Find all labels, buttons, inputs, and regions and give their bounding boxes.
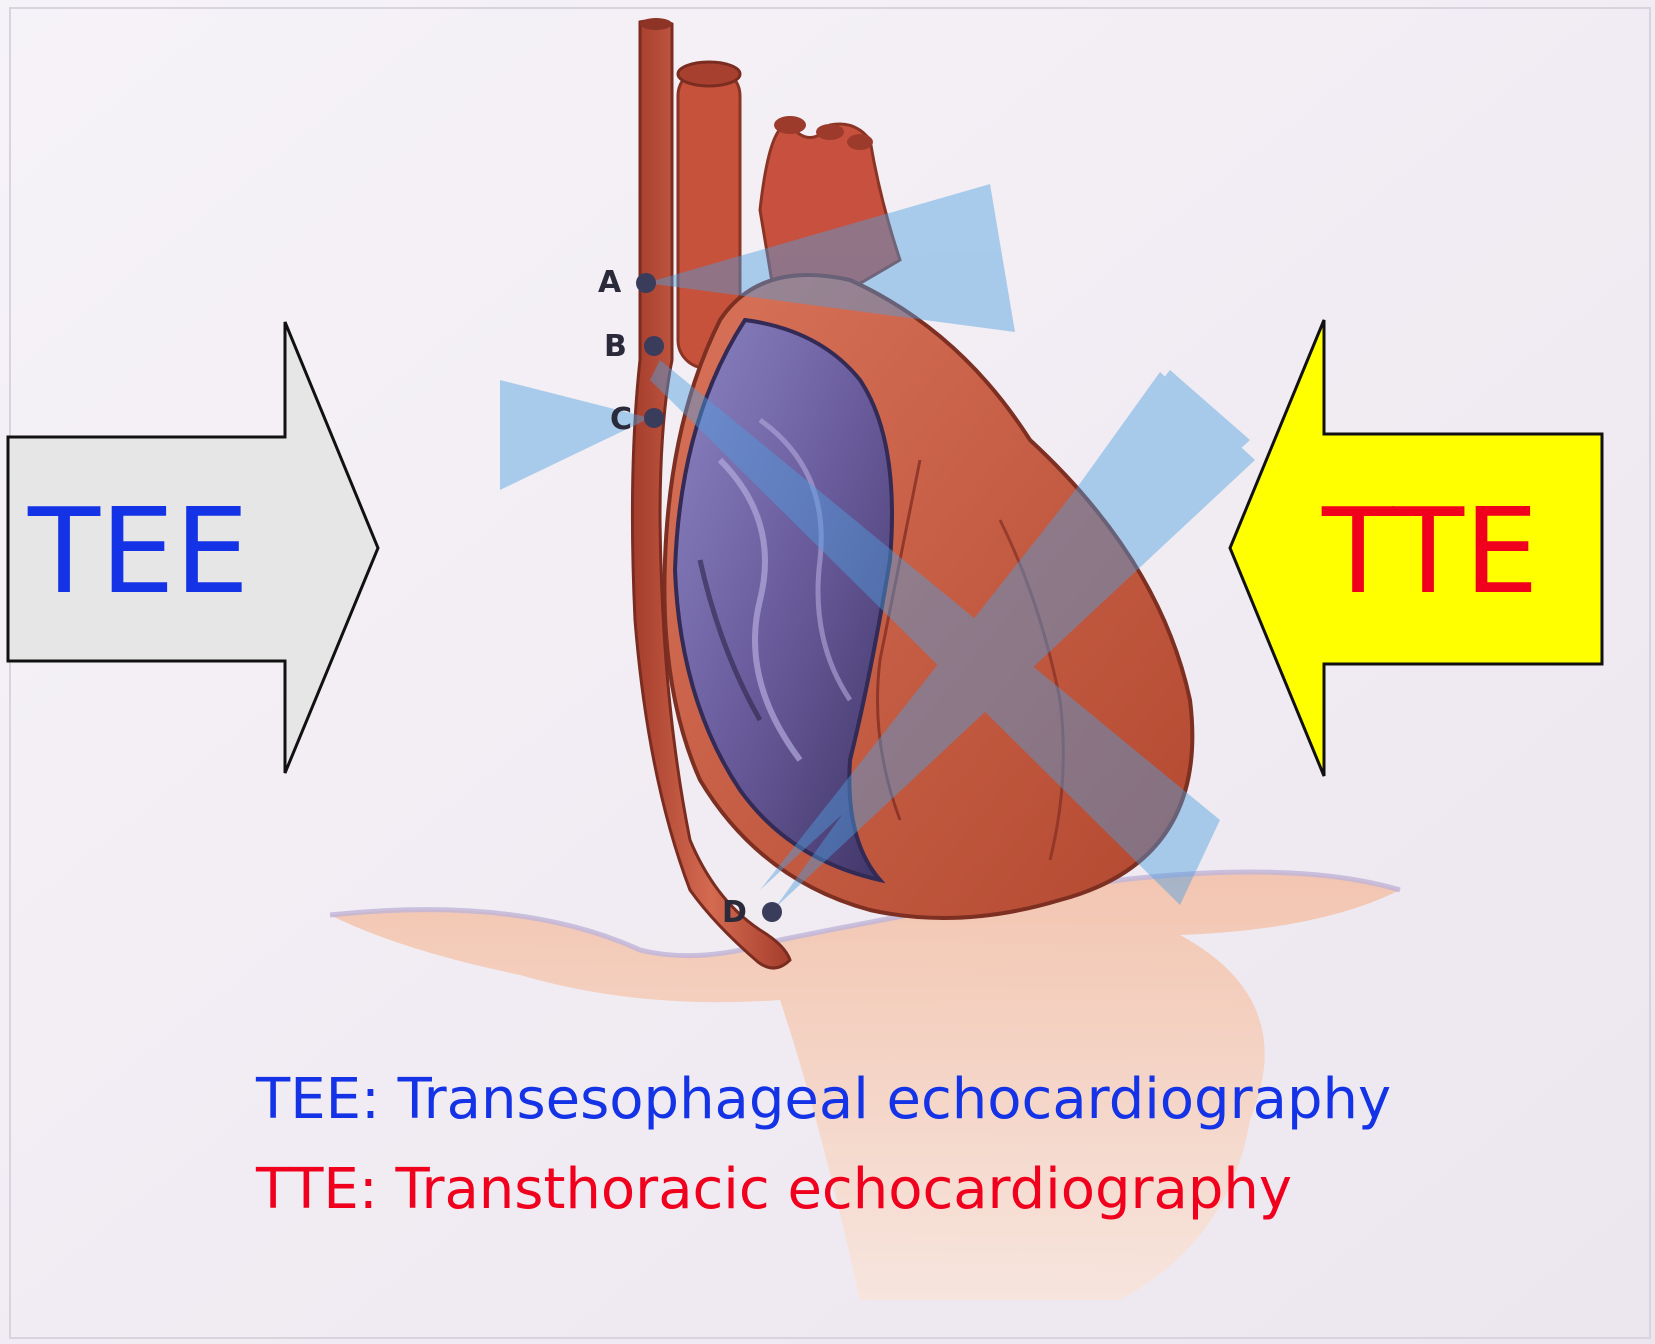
- legend-tte: TTE: Transthoracic echocardiography: [256, 1162, 1292, 1218]
- probe-point-a: [636, 273, 656, 293]
- probe-label-a: A: [598, 268, 621, 298]
- probe-label-d: D: [722, 898, 747, 928]
- probe-point-b: [644, 336, 664, 356]
- tte-arrow-label: TTE: [1322, 492, 1539, 610]
- probe-point-d: [762, 902, 782, 922]
- probe-point-c: [644, 408, 664, 428]
- probe-label-c: C: [610, 405, 632, 435]
- legend-tee: TEE: Transesophageal echocardiography: [256, 1072, 1391, 1128]
- tee-arrow-label: TEE: [28, 492, 249, 610]
- probe-label-b: B: [604, 332, 627, 362]
